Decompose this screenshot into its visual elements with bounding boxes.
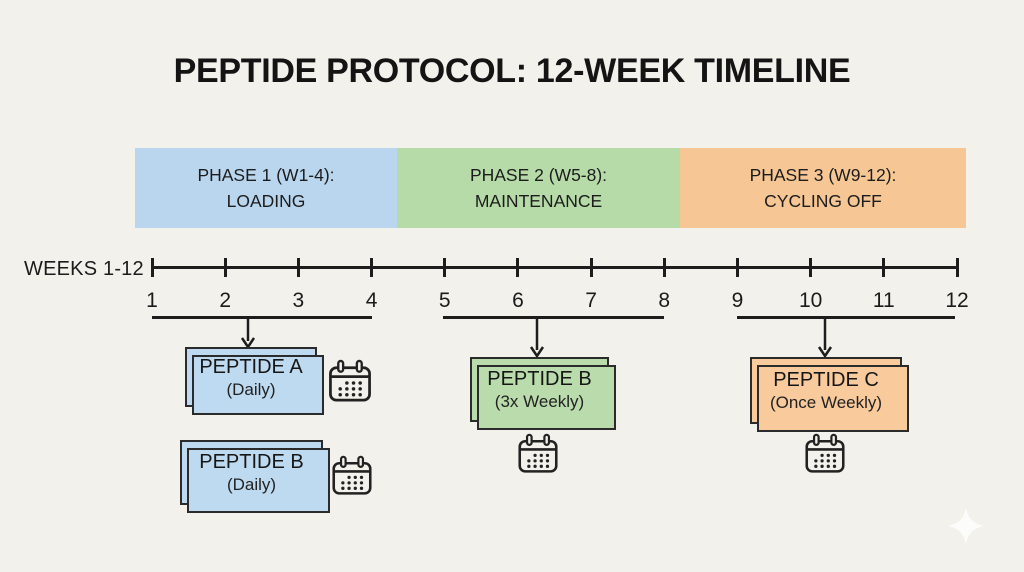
week-tick bbox=[809, 258, 813, 277]
peptide-b-weekly-card: PEPTIDE B (3x Weekly) bbox=[470, 357, 616, 430]
phase-1-name: LOADING bbox=[226, 191, 306, 211]
timeline-axis bbox=[152, 266, 958, 269]
peptide-frequency: (Once Weekly) bbox=[769, 393, 883, 412]
peptide-name: PEPTIDE A bbox=[199, 355, 303, 378]
week-tick bbox=[882, 258, 886, 277]
arrow-down-icon bbox=[817, 317, 833, 359]
sparkle-icon bbox=[947, 507, 985, 545]
phase-segment-maintenance: PHASE 2 (W5-8): MAINTENANCE bbox=[397, 148, 680, 228]
calendar-icon bbox=[805, 433, 845, 473]
week-number: 12 bbox=[945, 289, 969, 312]
week-number: 9 bbox=[731, 289, 744, 312]
bracket-weeks-5-8 bbox=[443, 316, 664, 319]
phase-3-range: PHASE 3 (W9-12): bbox=[749, 165, 897, 185]
weeks-axis-label: WEEKS 1-12 bbox=[24, 258, 144, 280]
week-tick bbox=[223, 258, 227, 277]
peptide-name: PEPTIDE B bbox=[199, 451, 304, 473]
phase-1-range: PHASE 1 (W1-4): bbox=[197, 165, 335, 185]
bracket-weeks-1-4 bbox=[152, 316, 372, 319]
week-tick bbox=[296, 258, 300, 277]
phase-2-name: MAINTENANCE bbox=[474, 191, 603, 211]
week-tick bbox=[589, 258, 593, 277]
phase-bar: PHASE 1 (W1-4): LOADING PHASE 2 (W5-8): … bbox=[135, 148, 966, 228]
phase-2-range: PHASE 2 (W5-8): bbox=[469, 165, 608, 185]
week-number: 1 bbox=[146, 289, 158, 312]
peptide-frequency: (Daily) bbox=[226, 379, 276, 399]
calendar-icon bbox=[332, 455, 372, 495]
arrow-down-icon bbox=[529, 317, 545, 359]
peptide-c-card: PEPTIDE C (Once Weekly) bbox=[750, 357, 909, 432]
week-tick bbox=[370, 258, 374, 277]
phase-segment-cycling-off: PHASE 3 (W9-12): CYCLING OFF bbox=[680, 148, 966, 228]
arrow-down-icon bbox=[240, 317, 256, 350]
peptide-frequency: (Daily) bbox=[226, 475, 277, 494]
week-tick bbox=[516, 258, 520, 277]
week-number: 8 bbox=[658, 289, 671, 312]
week-tick bbox=[150, 258, 154, 277]
week-number: 3 bbox=[292, 289, 305, 312]
week-tick bbox=[662, 258, 666, 277]
calendar-icon bbox=[518, 433, 558, 473]
week-number: 7 bbox=[585, 289, 597, 312]
week-number: 5 bbox=[438, 289, 451, 312]
phase-3-name: CYCLING OFF bbox=[764, 191, 882, 211]
peptide-b-daily-card: PEPTIDE B (Daily) bbox=[180, 440, 330, 513]
week-tick bbox=[955, 258, 959, 277]
peptide-name: PEPTIDE B bbox=[487, 368, 592, 390]
week-number: 2 bbox=[219, 289, 232, 312]
calendar-icon bbox=[329, 359, 371, 402]
week-tick bbox=[735, 258, 739, 277]
page-title: PEPTIDE PROTOCOL: 12-WEEK TIMELINE bbox=[173, 52, 851, 90]
bracket-weeks-9-12 bbox=[737, 316, 955, 319]
phase-segment-loading: PHASE 1 (W1-4): LOADING bbox=[135, 148, 397, 228]
week-number: 6 bbox=[512, 289, 524, 312]
peptide-a-card: PEPTIDE A (Daily) bbox=[185, 347, 324, 415]
week-number: 4 bbox=[365, 289, 378, 312]
week-number: 10 bbox=[798, 289, 823, 312]
week-number: 11 bbox=[872, 289, 895, 312]
week-tick bbox=[443, 258, 447, 277]
peptide-name: PEPTIDE C bbox=[773, 369, 879, 391]
peptide-frequency: (3x Weekly) bbox=[494, 392, 585, 411]
